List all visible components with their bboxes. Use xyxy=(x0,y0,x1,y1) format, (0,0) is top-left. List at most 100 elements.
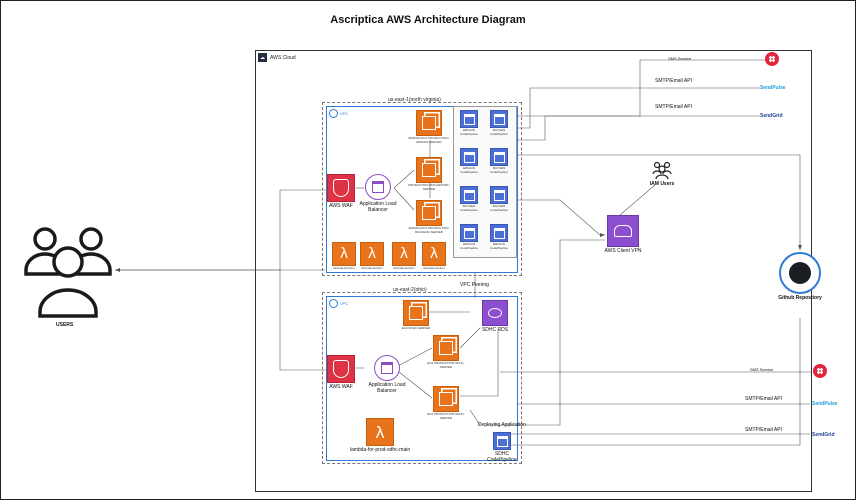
smtp-label-top-2: SMTP/Email API xyxy=(655,104,692,110)
bottom-waf-label: AWS WAF xyxy=(329,384,353,390)
top-lambda-3-label: lambda-function xyxy=(393,266,415,270)
ec2-icon xyxy=(403,300,429,326)
top-lambda-4-label: lambda-function xyxy=(423,266,445,270)
vpc-peering-label: VPC Peering xyxy=(460,282,489,288)
codepipeline-icon xyxy=(460,148,478,166)
top-ec2-1: ERIGON-PCF PRODUCTION-ERIGON-SERVER xyxy=(404,110,454,144)
sendgrid-logo-top: SendGrid xyxy=(760,113,783,119)
bottom-codepipeline: SDHC CodePipeline xyxy=(482,432,522,463)
codepipeline-label: ERIGON CodePipeline xyxy=(460,242,478,250)
bottom-ec2-prod-2: EC2 PRODUCTION-SDHC-SERVER xyxy=(424,386,468,420)
sendpulse-logo-top: SendPulse xyxy=(760,85,786,91)
codepipeline-label: RAYGEN CodePipeline xyxy=(490,166,508,174)
smtp-label-bottom-2: SMTP/Email API xyxy=(745,427,782,433)
iam-users-label: IAM Users xyxy=(649,181,675,187)
top-codepipeline-4: RAYGEN CodePipeline xyxy=(485,148,513,174)
top-codepipeline-6: RAYGEN CodePipeline xyxy=(485,186,513,212)
vpc-icon xyxy=(329,299,338,308)
codepipeline-icon xyxy=(490,148,508,166)
top-codepipeline-8: ERIGON CodePipeline xyxy=(485,224,513,250)
vpc-top-label: VPC xyxy=(340,111,349,116)
bottom-waf: AWS WAF xyxy=(326,355,356,390)
waf-icon xyxy=(327,174,355,202)
github-icon xyxy=(779,252,821,294)
bottom-ec2-prod-1-label: EC2 PRODUCTION-SDHC-SERVER xyxy=(427,361,465,369)
aws-cloud-icon: ☁ xyxy=(258,53,267,62)
load-balancer-icon xyxy=(365,174,391,200)
top-lambda-2: λ lambda-function xyxy=(358,242,386,271)
lambda-icon: λ xyxy=(366,418,394,446)
codepipeline-label: RAYGEN CodePipeline xyxy=(490,204,508,212)
client-vpn-label: AWS Client VPN xyxy=(604,248,642,254)
bottom-codepipeline-label: SDHC CodePipeline xyxy=(487,451,517,463)
bottom-lambda-label: lambda-for-prod-sdhc-main xyxy=(349,447,411,453)
bottom-rds-label: SDHC RDS xyxy=(481,327,509,333)
deploying-application-label: Deploying Application xyxy=(478,422,526,428)
codepipeline-label: RAYGEN CodePipeline xyxy=(490,128,508,136)
top-lambda-3: λ lambda-function xyxy=(390,242,418,271)
ec2-icon xyxy=(433,386,459,412)
codepipeline-icon xyxy=(490,224,508,242)
region-virginia-label: us-east-1(north virginia) xyxy=(388,97,441,103)
top-alb-label: Application Load Balancer xyxy=(359,201,397,213)
bottom-ec2-server: EC2-SDHC-SERVER xyxy=(396,300,436,331)
top-ec2-1-label: ERIGON-PCF PRODUCTION-ERIGON-SERVER xyxy=(408,136,450,144)
twilio-icon xyxy=(765,52,779,66)
codepipeline-icon xyxy=(460,110,478,128)
ec2-icon xyxy=(416,157,442,183)
codepipeline-icon xyxy=(493,432,511,450)
vpc-bottom-label: VPC xyxy=(340,301,349,306)
load-balancer-icon xyxy=(374,355,400,381)
codepipeline-icon xyxy=(490,110,508,128)
bottom-rds: SDHC RDS xyxy=(475,300,515,333)
sms-service-label-bottom: SMS Service xyxy=(750,367,774,372)
top-ec2-3: ERIGON-PCF PRODUCTION-BACKEND-SERVER xyxy=(404,200,454,234)
iam-users: IAM Users xyxy=(642,160,682,187)
vpc-bottom-header: VPC xyxy=(329,299,348,308)
codepipeline-label: ERIGON CodePipeline xyxy=(490,242,508,250)
region-ohio xyxy=(322,292,522,464)
top-codepipeline-1: ERIGON CodePipeline xyxy=(455,110,483,136)
vpc-top-header: VPC xyxy=(329,109,348,118)
top-lambda-1: λ lambda-function xyxy=(330,242,358,271)
client-vpn-icon xyxy=(607,215,639,247)
codepipeline-label: RAYGEN CodePipeline xyxy=(460,204,478,212)
users-icon xyxy=(24,227,112,318)
waf-icon xyxy=(327,355,355,383)
bottom-ec2-prod-1: EC2 PRODUCTION-SDHC-SERVER xyxy=(424,335,468,369)
users-label: USERS xyxy=(56,322,74,328)
smtp-label-bottom-1: SMTP/Email API xyxy=(745,396,782,402)
github-label: Github Repository xyxy=(778,295,822,301)
lambda-icon: λ xyxy=(392,242,416,266)
codepipeline-label: ERIGON CodePipeline xyxy=(460,166,478,174)
rds-icon xyxy=(482,300,508,326)
sendpulse-logo-bottom: SendPulse xyxy=(812,401,838,407)
lambda-icon: λ xyxy=(422,242,446,266)
top-lambda-4: λ lambda-function xyxy=(420,242,448,271)
top-lambda-1-label: lambda-function xyxy=(333,266,355,270)
top-alb: Application Load Balancer xyxy=(356,174,400,213)
bottom-ec2-prod-2-label: EC2 PRODUCTION-SDHC-SERVER xyxy=(427,412,465,420)
top-codepipeline-3: ERIGON CodePipeline xyxy=(455,148,483,174)
bottom-alb: Application Load Balancer xyxy=(362,355,412,394)
bottom-alb-label: Application Load Balancer xyxy=(368,382,406,394)
sms-service-label-top: SMS Service xyxy=(668,56,692,61)
ec2-icon xyxy=(433,335,459,361)
twilio-icon xyxy=(813,364,827,378)
region-virginia xyxy=(322,102,522,276)
aws-cloud-header: ☁ AWS Cloud xyxy=(258,53,296,62)
codepipeline-label: ERIGON CodePipeline xyxy=(460,128,478,136)
top-ec2-2: PRODUCTION-PDF-REPORT-SERVER xyxy=(404,157,454,191)
diagram-title: Ascriptica AWS Architecture Diagram xyxy=(330,14,526,26)
top-lambda-2-label: lambda-function xyxy=(361,266,383,270)
bottom-ec2-server-label: EC2-SDHC-SERVER xyxy=(401,326,431,330)
top-ec2-3-label: ERIGON-PCF PRODUCTION-BACKEND-SERVER xyxy=(408,226,450,234)
top-ec2-2-label: PRODUCTION-PDF-REPORT-SERVER xyxy=(408,183,450,191)
region-ohio-label: us-east-2(ohio) xyxy=(393,287,427,293)
top-codepipeline-2: RAYGEN CodePipeline xyxy=(485,110,513,136)
top-codepipeline-5: RAYGEN CodePipeline xyxy=(455,186,483,212)
smtp-label-top-1: SMTP/Email API xyxy=(655,78,692,84)
users-group: USERS xyxy=(18,220,118,330)
github-repository: Github Repository xyxy=(770,252,830,301)
